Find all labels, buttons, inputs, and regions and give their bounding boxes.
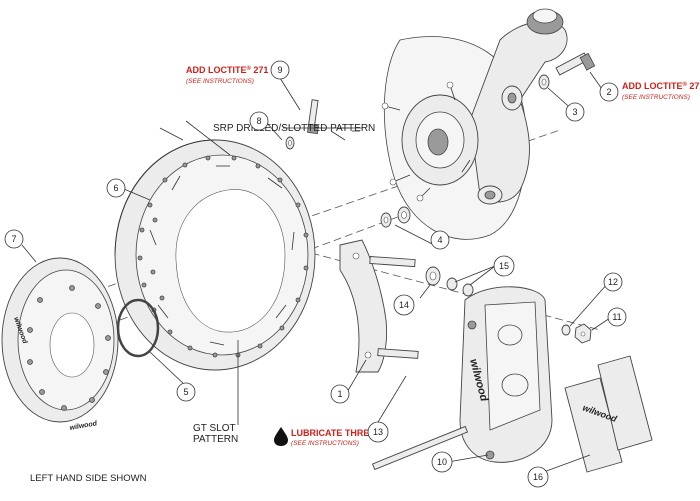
callout-2: 2 <box>599 82 619 102</box>
note-add-loctite-top: ADD LOCTITE® 271 (SEE INSTRUCTIONS) <box>186 65 268 85</box>
diagram-caption: LEFT HAND SIDE SHOWN <box>30 473 147 484</box>
rotor-hat-part-7: wilwood wilwood <box>1 257 119 432</box>
rotor-drill-holes <box>137 155 309 358</box>
rotor-part-6 <box>114 139 316 371</box>
wheel-studs <box>381 81 471 202</box>
bolt-part-9 <box>307 99 319 135</box>
svg-text:(SEE INSTRUCTIONS): (SEE INSTRUCTIONS) <box>622 94 690 101</box>
svg-text:11: 11 <box>612 312 621 322</box>
svg-text:2: 2 <box>606 87 611 97</box>
washer-part-12 <box>561 324 571 336</box>
callout-16: 16 <box>527 466 549 488</box>
leader-lines <box>21 71 611 478</box>
washers-part-4 <box>380 206 411 228</box>
caliper-body: wilwood <box>459 286 553 463</box>
svg-text:4: 4 <box>437 235 442 245</box>
svg-text:3: 3 <box>572 107 577 117</box>
bracket-studs <box>369 255 419 359</box>
note-add-loctite-right: ADD LOCTITE® 271 (SEE INSTRUCTIONS) <box>622 81 700 101</box>
callout-14: 14 <box>393 294 415 316</box>
gt-slot-label-line1: GT SLOT <box>193 423 236 434</box>
callout-9: 9 <box>270 60 290 80</box>
svg-text:6: 6 <box>113 183 118 193</box>
hat-logo-bottom: wilwood <box>69 420 98 432</box>
gt-slot-label-line2: PATTERN <box>193 434 238 445</box>
svg-text:ADD LOCTITE® 271: ADD LOCTITE® 271 <box>186 65 268 75</box>
callout-12: 12 <box>603 272 623 292</box>
washer-part-8 <box>285 136 295 150</box>
callout-6: 6 <box>106 178 126 198</box>
washers-part-15 <box>446 277 474 297</box>
washer-part-3 <box>538 74 550 90</box>
svg-text:14: 14 <box>399 300 409 310</box>
svg-text:1: 1 <box>337 389 342 399</box>
svg-text:13: 13 <box>373 427 383 437</box>
svg-text:9: 9 <box>277 65 282 75</box>
note-lubricate-threads: LUBRICATE THREADS (SEE INSTRUCTIONS) <box>274 427 388 447</box>
svg-text:8: 8 <box>256 116 261 126</box>
svg-text:5: 5 <box>183 387 188 397</box>
svg-text:15: 15 <box>499 261 509 271</box>
spindle-hub-assembly <box>381 8 568 240</box>
hat-bolt-holes <box>27 285 111 411</box>
callout-4: 4 <box>430 230 450 250</box>
callout-3: 3 <box>565 102 585 122</box>
nut-part-11 <box>574 323 592 344</box>
bolt-part-10 <box>371 425 469 471</box>
svg-text:7: 7 <box>11 234 16 244</box>
callout-10: 10 <box>431 451 453 473</box>
svg-text:(SEE INSTRUCTIONS): (SEE INSTRUCTIONS) <box>186 78 254 85</box>
svg-text:ADD LOCTITE® 271: ADD LOCTITE® 271 <box>622 81 700 91</box>
brake-pads-part-16: wilwood <box>564 355 653 473</box>
callout-7: 7 <box>4 229 24 249</box>
svg-text:12: 12 <box>608 277 618 287</box>
callout-13: 13 <box>367 421 389 443</box>
callout-5: 5 <box>176 382 196 402</box>
callout-8: 8 <box>249 111 269 131</box>
svg-text:10: 10 <box>437 457 447 467</box>
mounting-bolt-part-2 <box>555 52 596 76</box>
o-ring-part-5 <box>116 298 160 358</box>
callout-15: 15 <box>493 255 515 277</box>
svg-text:LUBRICATE THREADS: LUBRICATE THREADS <box>291 428 388 438</box>
svg-text:16: 16 <box>533 472 543 482</box>
callout-11: 11 <box>607 307 627 327</box>
oil-drop-icon <box>274 427 288 446</box>
callout-1: 1 <box>330 384 350 404</box>
rotor-slots <box>149 165 295 346</box>
spacer-part-14 <box>425 266 441 286</box>
svg-text:(SEE INSTRUCTIONS): (SEE INSTRUCTIONS) <box>291 440 359 447</box>
srp-pattern-label: SRP DRILLED/SLOTTED PATTERN <box>213 123 375 134</box>
